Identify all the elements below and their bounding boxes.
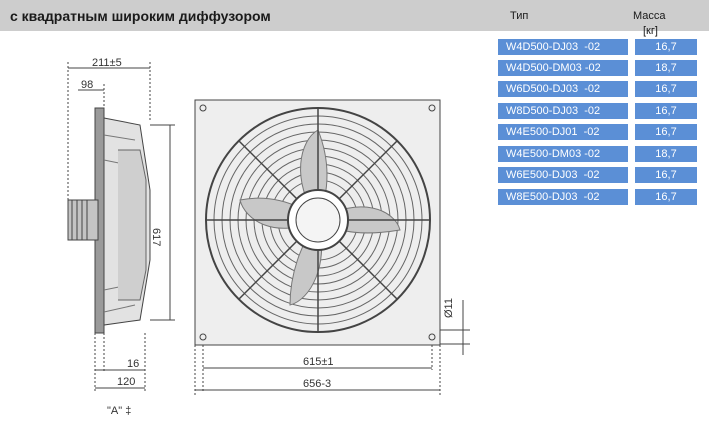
mass-cell: 16,7	[635, 189, 697, 205]
type-cell: W4E500-DM03 -02	[498, 146, 628, 162]
dim-hole-spacing-label: 615±1	[303, 356, 334, 368]
mass-cell: 16,7	[635, 167, 697, 183]
mass-cell: 16,7	[635, 124, 697, 140]
dim-16-label: 16	[127, 358, 139, 370]
type-cell: W4D500-DM03 -02	[498, 60, 628, 76]
dim-depth-label: 211±5	[92, 57, 122, 69]
header-bar	[0, 0, 709, 31]
type-cell: W6E500-DJ03 -02	[498, 167, 628, 183]
mass-cell: 18,7	[635, 146, 697, 162]
mount-hole	[428, 333, 436, 341]
column-header-unit: [кг]	[643, 25, 658, 37]
column-header-type: Тип	[510, 10, 529, 22]
dim-hub-label: 98	[81, 79, 93, 91]
front-view	[194, 99, 470, 395]
type-cell: W4D500-DJ03 -02	[498, 39, 628, 55]
page-title: с квадратным широким диффузором	[10, 8, 271, 24]
type-cell: W8D500-DJ03 -02	[498, 103, 628, 119]
type-cell: W6D500-DJ03 -02	[498, 81, 628, 97]
dim-height-label: 617	[150, 228, 162, 246]
mount-hole	[199, 333, 207, 341]
dim-frame-width-label: 656-3	[303, 378, 331, 390]
mass-cell: 18,7	[635, 60, 697, 76]
type-cell: W8E500-DJ03 -02	[498, 189, 628, 205]
mount-hole	[199, 104, 207, 112]
mass-cell: 16,7	[635, 81, 697, 97]
motor-hub	[67, 199, 99, 241]
dim-120-label: 120	[117, 376, 135, 388]
mass-cell: 16,7	[635, 103, 697, 119]
view-label: "A" ‡	[107, 405, 132, 417]
mass-cell: 16,7	[635, 39, 697, 55]
column-header-mass: Масса	[633, 10, 666, 22]
side-view	[67, 62, 175, 392]
mount-hole	[428, 104, 436, 112]
type-cell: W4E500-DJ01 -02	[498, 124, 628, 140]
dim-hole-label: Ø11	[443, 298, 455, 318]
